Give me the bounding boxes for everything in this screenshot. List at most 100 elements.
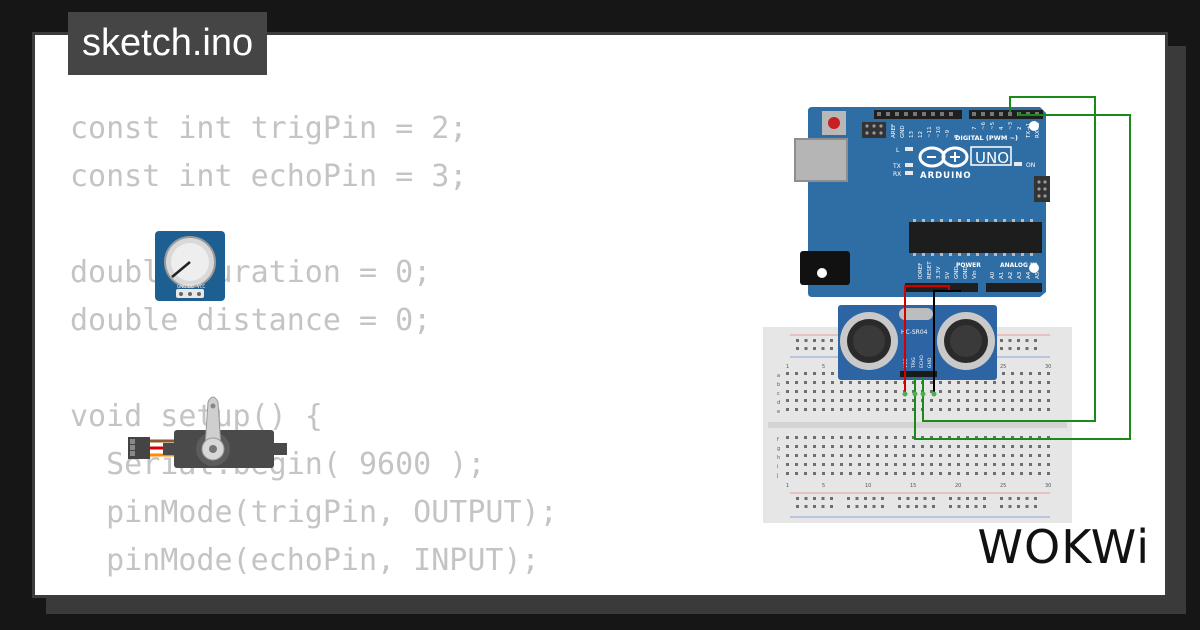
svg-text:5V: 5V: [945, 272, 951, 279]
svg-text:25: 25: [1000, 364, 1006, 370]
breadboard-hole: [822, 408, 825, 411]
digital-label: DIGITAL (PWM ~): [955, 134, 1018, 142]
breadboard-hole: [975, 463, 978, 466]
breadboard-hole: [849, 445, 852, 448]
breadboard-hole: [1008, 339, 1012, 342]
breadboard-hole: [847, 505, 850, 508]
breadboard-hole: [984, 445, 987, 448]
breadboard-hole: [813, 445, 816, 448]
wokwi-logo[interactable]: WOKWi: [977, 520, 1150, 574]
breadboard-hole: [984, 390, 987, 393]
breadboard-hole: [813, 497, 816, 500]
svg-text:7: 7: [972, 126, 978, 130]
breadboard-hole: [1034, 497, 1037, 500]
breadboard-hole: [831, 390, 834, 393]
breadboard-hole: [939, 408, 942, 411]
breadboard-hole: [885, 381, 888, 384]
svg-text:A3: A3: [1017, 271, 1023, 279]
analog-header: [986, 283, 1042, 292]
breadboard-hole: [1000, 339, 1003, 342]
breadboard-hole: [957, 472, 960, 475]
breadboard-hole: [1047, 445, 1050, 448]
arduino-uno-board[interactable]: AREF GND 13 12 ~11 ~10 ~9 8 7 ~6 ~5 4 ~3…: [794, 107, 1050, 297]
sensor-pin-legs: [902, 377, 937, 397]
top-pin-labels: AREF GND 13 12 ~11 ~10 ~9 8 7 ~6 ~5 4 ~3…: [891, 121, 1041, 139]
breadboard-hole: [872, 497, 876, 500]
breadboard-hole: [840, 390, 843, 393]
breadboard-hole: [993, 381, 996, 384]
svg-text:h: h: [777, 455, 780, 461]
breadboard-hole: [821, 339, 825, 342]
breadboard-hole: [1011, 463, 1014, 466]
breadboard-hole: [930, 399, 933, 402]
servo-motor[interactable]: [128, 396, 287, 468]
breadboard-hole: [876, 390, 879, 393]
svg-text:GND: GND: [963, 266, 969, 279]
breadboard-hole: [966, 399, 969, 402]
breadboard-hole: [1002, 399, 1005, 402]
breadboard-hole: [795, 390, 798, 393]
breadboard-hole: [957, 381, 960, 384]
breadboard-hole: [876, 472, 879, 475]
svg-text:ECHO: ECHO: [919, 355, 925, 368]
breadboard-hole: [822, 381, 825, 384]
breadboard-hole: [1047, 390, 1050, 393]
breadboard-hole: [912, 463, 915, 466]
breadboard-hole: [795, 454, 798, 457]
breadboard-hole: [966, 463, 969, 466]
wire-gnd-black: [933, 290, 961, 393]
breadboard-hole: [1017, 339, 1020, 342]
breadboard-hole: [786, 381, 789, 384]
breadboard-hole: [858, 390, 861, 393]
code-line-9: pinMode(trigPin, OUTPUT);: [70, 495, 558, 530]
breadboard-hole: [948, 463, 951, 466]
breadboard-hole: [1008, 505, 1012, 508]
breadboard-hole: [849, 436, 852, 439]
breadboard-hole: [813, 339, 816, 342]
svg-text:~10: ~10: [936, 126, 942, 138]
breadboard-hole: [974, 497, 978, 500]
breadboard-hole: [921, 454, 924, 457]
breadboard-hole: [786, 372, 789, 375]
svg-text:~6: ~6: [981, 121, 987, 130]
breadboard-hole: [831, 454, 834, 457]
svg-text:i: i: [777, 464, 778, 470]
breadboard-hole: [1029, 454, 1032, 457]
breadboard-hole: [894, 454, 897, 457]
breadboard-hole: [1002, 445, 1005, 448]
breadboard-hole: [984, 381, 987, 384]
breadboard-hole: [858, 408, 861, 411]
analog-label: ANALOG IN: [1000, 262, 1037, 269]
breadboard-hole: [821, 497, 825, 500]
breadboard-hole: [898, 497, 901, 500]
svg-text:f: f: [777, 437, 779, 443]
breadboard-hole: [1029, 436, 1032, 439]
breadboard-hole: [876, 381, 879, 384]
breadboard-hole: [912, 454, 915, 457]
ultrasonic-sensor-hc-sr04[interactable]: HC-SR04 VCC TRIG ECHO GND: [838, 305, 997, 380]
breadboard-hole: [1020, 445, 1023, 448]
svg-text:5: 5: [822, 483, 825, 489]
svg-text:15: 15: [910, 483, 916, 489]
breadboard-hole: [849, 408, 852, 411]
breadboard-hole: [993, 445, 996, 448]
breadboard-hole: [903, 445, 906, 448]
breadboard-hole: [1047, 463, 1050, 466]
code-line-1: const int trigPin = 2;: [70, 111, 468, 146]
breadboard-hole: [849, 399, 852, 402]
breadboard-hole: [876, 445, 879, 448]
breadboard-hole: [894, 381, 897, 384]
breadboard-hole: [830, 497, 833, 500]
breadboard-hole: [1038, 463, 1041, 466]
breadboard-hole: [1011, 472, 1014, 475]
breadboard-hole: [822, 399, 825, 402]
breadboard-hole: [831, 472, 834, 475]
potentiometer[interactable]: GND SIG VCC: [155, 231, 225, 301]
file-name-tab[interactable]: sketch.ino: [68, 12, 268, 75]
svg-text:3.3V: 3.3V: [936, 266, 942, 279]
breadboard-hole: [804, 436, 807, 439]
breadboard-hole: [939, 472, 942, 475]
breadboard-hole: [855, 505, 859, 508]
breadboard-hole: [1038, 390, 1041, 393]
code-line-11: }: [70, 585, 558, 595]
